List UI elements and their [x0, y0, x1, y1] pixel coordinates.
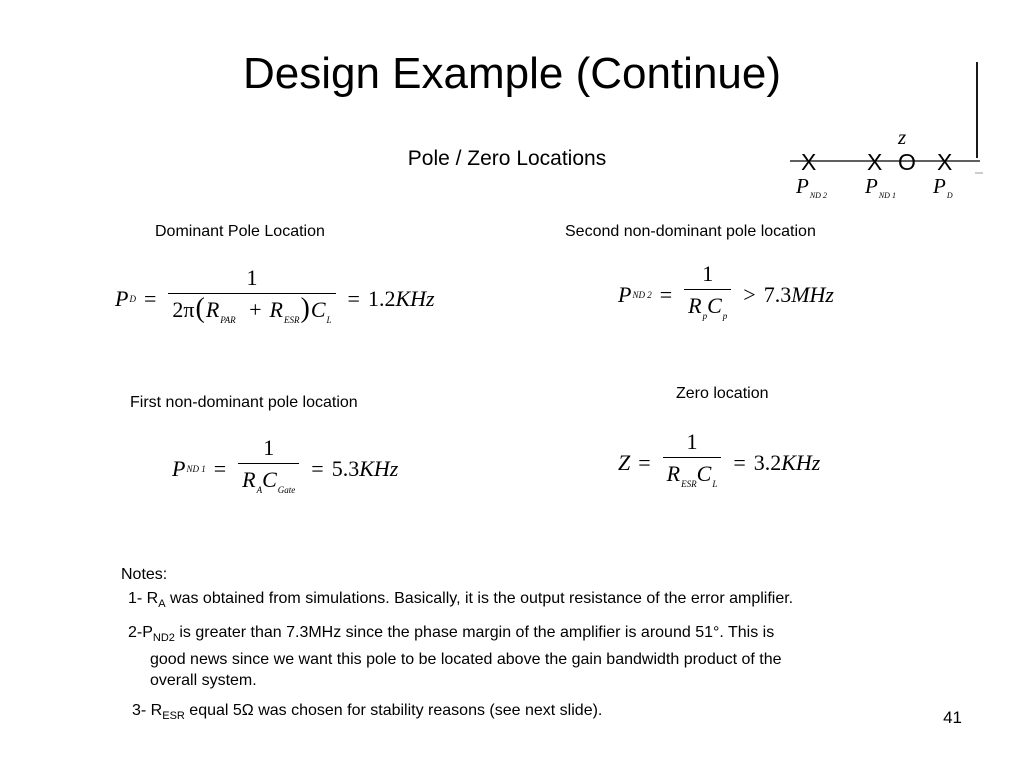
dominant-pole-heading: Dominant Pole Location	[155, 223, 325, 240]
pole-nd1-label: PND 1	[865, 174, 896, 200]
pole-nd2-label: PND 2	[796, 174, 827, 200]
zero-marker-label: z	[898, 125, 907, 149]
pole-d-marker: X	[937, 149, 953, 175]
page-number: 41	[943, 708, 962, 727]
slide-title: Design Example (Continue)	[242, 49, 782, 98]
slide-subtitle: Pole / Zero Locations	[407, 147, 607, 170]
note-3: 3- RESR equal 5Ω was chosen for stabilit…	[132, 702, 603, 723]
notes-heading: Notes:	[121, 566, 168, 583]
zero-heading: Zero location	[676, 385, 769, 402]
note-2: 2-PND2 is greater than 7.3MHz since the …	[128, 624, 782, 690]
pole-nd2-marker: X	[801, 149, 817, 175]
pole-nd1-marker: X	[867, 149, 883, 175]
first-pole-heading: First non-dominant pole location	[130, 394, 358, 411]
note-1: 1- RA was obtained from simulations. Bas…	[128, 590, 794, 611]
pole-d-label: PD	[933, 174, 953, 200]
second-pole-heading: Second non-dominant pole location	[565, 223, 816, 240]
zero-marker: O	[898, 149, 916, 175]
